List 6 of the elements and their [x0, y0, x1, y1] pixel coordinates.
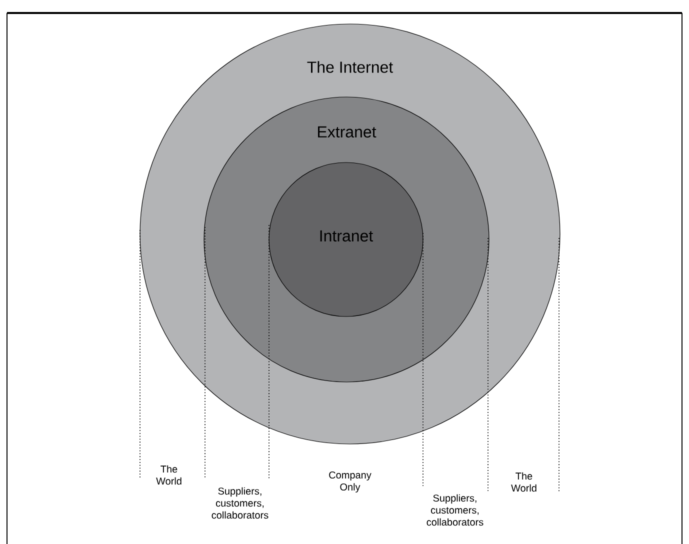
circle-region: Intranet — [268, 162, 424, 317]
region-label: The World — [156, 465, 182, 485]
region-label: Suppliers, customers, collaborators — [426, 494, 484, 526]
region-label: The World — [511, 472, 536, 492]
region-label: Suppliers, customers, collaborators — [212, 487, 268, 519]
region-label: Company Only — [329, 471, 372, 492]
